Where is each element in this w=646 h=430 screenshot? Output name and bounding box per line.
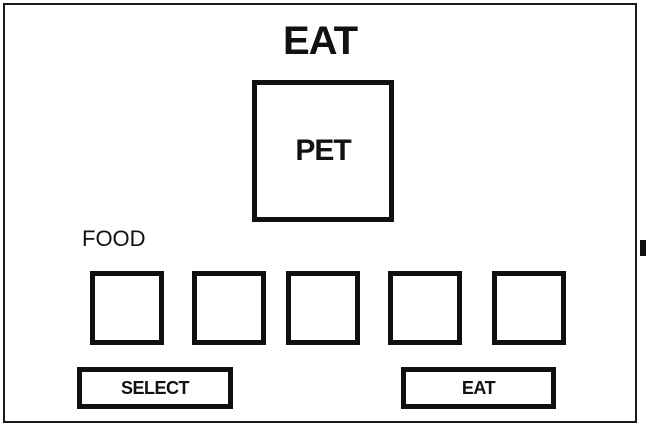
food-slot-4[interactable]	[388, 271, 462, 345]
pet-label: PET	[295, 134, 351, 167]
pet-display: PET	[252, 80, 394, 222]
edge-connector	[640, 240, 646, 256]
food-slot-3[interactable]	[286, 271, 360, 345]
food-slot-2[interactable]	[192, 271, 266, 345]
screen-title: EAT	[282, 19, 358, 63]
food-label: FOOD	[82, 226, 146, 251]
food-slot-5[interactable]	[492, 271, 566, 345]
eat-button[interactable]: EAT	[401, 367, 556, 409]
food-slot-1[interactable]	[90, 271, 164, 345]
screen-frame	[3, 3, 637, 423]
select-button[interactable]: SELECT	[77, 367, 233, 409]
